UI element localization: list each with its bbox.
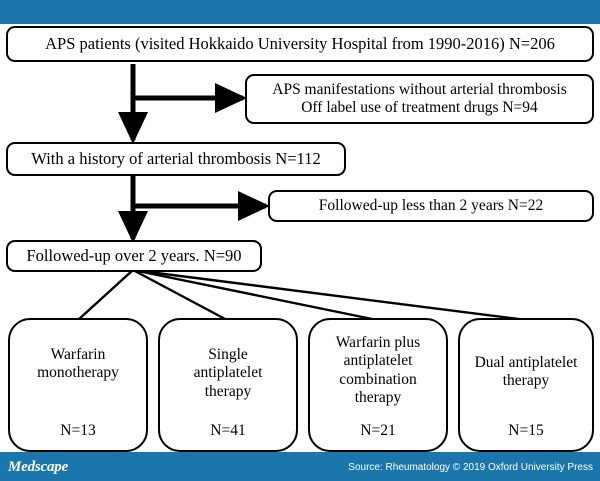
node-followed-over-2y: Followed-up over 2 years. N=90 — [6, 240, 262, 272]
node-arterial-thrombosis: With a history of arterial thrombosis N=… — [6, 142, 346, 176]
medscape-logo: Medscape — [8, 459, 69, 475]
group-single-antiplatelet: Single antiplatelet therapy N=41 — [158, 318, 298, 452]
group-warfarin-plus-antiplatelet: Warfarin plus antiplatelet combination t… — [308, 318, 448, 452]
node-cohort-text: APS patients (visited Hokkaido Universit… — [45, 34, 555, 54]
group-single-antiplatelet-count: N=41 — [210, 421, 246, 439]
group-warfarin-plus-antiplatelet-line2: antiplatelet — [343, 352, 413, 370]
group-warfarin-plus-antiplatelet-line4: therapy — [354, 388, 402, 406]
node-excluded-manifestations-line1: APS manifestations without arterial thro… — [272, 80, 567, 98]
group-warfarin-mono-line2: monotherapy — [37, 364, 119, 382]
node-followed-over-2y-text: Followed-up over 2 years. N=90 — [26, 246, 242, 266]
node-excluded-manifestations: APS manifestations without arterial thro… — [245, 74, 594, 124]
source-attribution: Source: Rheumatology © 2019 Oxford Unive… — [348, 462, 593, 473]
header-band — [0, 0, 600, 24]
node-arterial-thrombosis-text: With a history of arterial thrombosis N=… — [31, 149, 321, 169]
group-warfarin-plus-antiplatelet-count: N=21 — [360, 421, 396, 439]
group-dual-antiplatelet: Dual antiplatelet therapy N=15 — [458, 318, 594, 452]
group-single-antiplatelet-line3: therapy — [204, 382, 252, 400]
group-warfarin-plus-antiplatelet-line1: Warfarin plus — [335, 334, 421, 351]
group-warfarin-mono-line1: Warfarin — [50, 346, 106, 363]
node-excluded-short-followup: Followed-up less than 2 years N=22 — [268, 190, 594, 222]
node-cohort: APS patients (visited Hokkaido Universit… — [6, 26, 594, 62]
group-dual-antiplatelet-count: N=15 — [508, 421, 544, 439]
group-warfarin-plus-antiplatelet-line3: combination — [339, 370, 417, 388]
node-excluded-short-followup-text: Followed-up less than 2 years N=22 — [318, 196, 544, 214]
footer-band — [0, 452, 600, 481]
group-warfarin-mono: Warfarin monotherapy N=13 — [8, 318, 148, 452]
node-excluded-manifestations-line2: Off label use of treatment drugs N=94 — [301, 99, 538, 116]
group-dual-antiplatelet-line1: Dual antiplatelet — [474, 354, 578, 371]
group-dual-antiplatelet-line2: therapy — [502, 372, 550, 390]
group-single-antiplatelet-line2: antiplatelet — [193, 364, 263, 382]
group-warfarin-mono-count: N=13 — [60, 421, 96, 439]
group-single-antiplatelet-line1: Single — [208, 346, 248, 363]
